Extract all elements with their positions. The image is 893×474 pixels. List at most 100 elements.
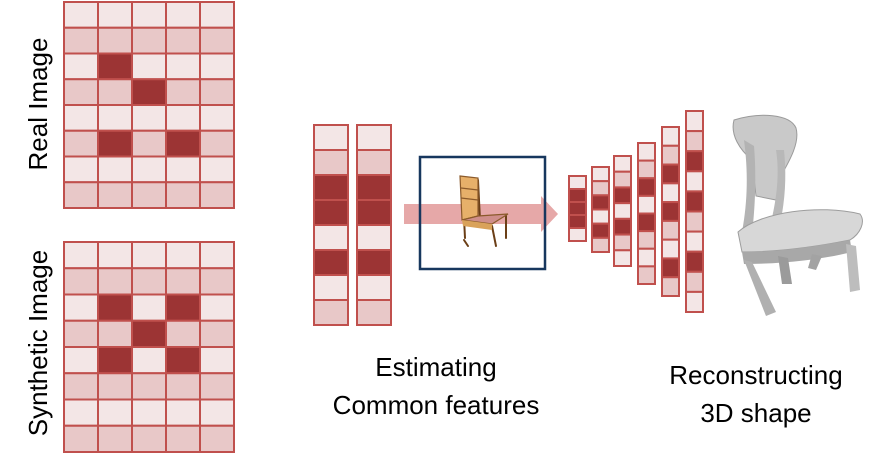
grid-cell <box>199 398 235 427</box>
grid-cell <box>131 78 167 106</box>
grid-cell <box>97 424 133 453</box>
decoder-cell <box>568 188 587 203</box>
grid-cell <box>131 424 167 453</box>
grid-cell <box>63 424 99 453</box>
decoder-cell <box>661 201 680 222</box>
grid-cell <box>97 398 133 427</box>
grid-cell <box>97 293 133 322</box>
grid-cell <box>165 26 201 55</box>
feature-cell <box>356 124 392 151</box>
decoder-cell <box>637 194 656 215</box>
grid-cell <box>165 319 201 348</box>
grid-cell <box>63 398 99 427</box>
reconstructing-label-line2: 3D shape <box>700 398 811 428</box>
grid-cell <box>63 129 99 158</box>
grid-cell <box>131 241 167 270</box>
decoder-cell <box>568 214 587 229</box>
grid-cell <box>131 267 167 296</box>
grid-cell <box>199 52 235 81</box>
grid-cell <box>165 155 201 184</box>
synthetic-image-label: Synthetic Image <box>23 250 53 436</box>
decoder-cell <box>685 250 704 273</box>
decoder-cell <box>637 265 656 285</box>
grid-cell <box>199 319 235 348</box>
decoder-cell <box>613 186 632 205</box>
decoder-columns <box>568 110 704 313</box>
decoder-cell <box>613 217 632 236</box>
decoder-cell <box>637 142 656 162</box>
real-image-grid <box>63 1 235 209</box>
decoder-cell <box>613 155 632 173</box>
feature-cell <box>356 199 392 226</box>
grid-cell <box>199 129 235 158</box>
grid-cell <box>63 155 99 184</box>
estimating-label-line2: Common features <box>333 390 540 420</box>
feature-cell <box>356 224 392 251</box>
decoder-cell <box>685 270 704 293</box>
grid-cell <box>131 319 167 348</box>
decoder-cell <box>613 170 632 189</box>
grid-cell <box>63 372 99 401</box>
grid-cell <box>199 346 235 375</box>
grid-cell <box>165 293 201 322</box>
feature-cell <box>356 299 392 326</box>
grid-cell <box>63 181 99 209</box>
grid-cell <box>199 372 235 401</box>
grid-cell <box>97 129 133 158</box>
decoder-cell <box>661 238 680 260</box>
grid-cell <box>165 346 201 375</box>
grid-cell <box>199 267 235 296</box>
flow-arrow <box>404 196 558 232</box>
feature-cell <box>313 124 349 151</box>
grid-cell <box>97 267 133 296</box>
common-feature-columns <box>313 124 392 326</box>
grid-cell <box>199 1 235 29</box>
grid-cell <box>97 319 133 348</box>
feature-cell <box>313 199 349 226</box>
grid-cell <box>131 181 167 209</box>
grid-cell <box>63 52 99 81</box>
grid-cell <box>97 155 133 184</box>
chair-photo-icon <box>459 175 509 247</box>
decoder-cell <box>613 233 632 252</box>
decoder-cell <box>613 249 632 268</box>
decoder-cell <box>661 276 680 298</box>
grid-cell <box>97 104 133 132</box>
feature-cell <box>356 174 392 201</box>
grid-cell <box>63 104 99 132</box>
feature-box <box>418 155 547 271</box>
grid-cell <box>165 1 201 29</box>
grid-cell <box>165 52 201 81</box>
decoder-cell <box>685 130 704 153</box>
decoder-cell <box>685 170 704 193</box>
feature-cell <box>313 249 349 276</box>
decoder-cell <box>568 201 587 216</box>
decoder-cell <box>591 180 610 197</box>
chair-3d-shape-icon <box>732 114 863 316</box>
decoder-cell <box>637 177 656 197</box>
decoder-cell <box>661 182 680 204</box>
decoder-cell <box>591 208 610 225</box>
decoder-cell <box>685 210 704 233</box>
grid-cell <box>97 241 133 270</box>
feature-cell <box>313 224 349 251</box>
grid-cell <box>97 1 133 29</box>
feature-cell <box>313 299 349 326</box>
grid-cell <box>199 424 235 453</box>
decoder-cell <box>661 144 680 166</box>
grid-cell <box>199 181 235 209</box>
decoder-cell <box>661 163 680 185</box>
decoder-cell <box>591 194 610 211</box>
grid-cell <box>199 26 235 55</box>
grid-cell <box>131 104 167 132</box>
grid-cell <box>63 346 99 375</box>
decoder-cell <box>685 290 704 313</box>
grid-cell <box>63 267 99 296</box>
grid-cell <box>165 398 201 427</box>
grid-cell <box>131 155 167 184</box>
decoder-cell <box>661 126 680 147</box>
grid-cell <box>131 26 167 55</box>
estimating-label-line1: Estimating <box>375 352 496 382</box>
grid-cell <box>97 78 133 106</box>
